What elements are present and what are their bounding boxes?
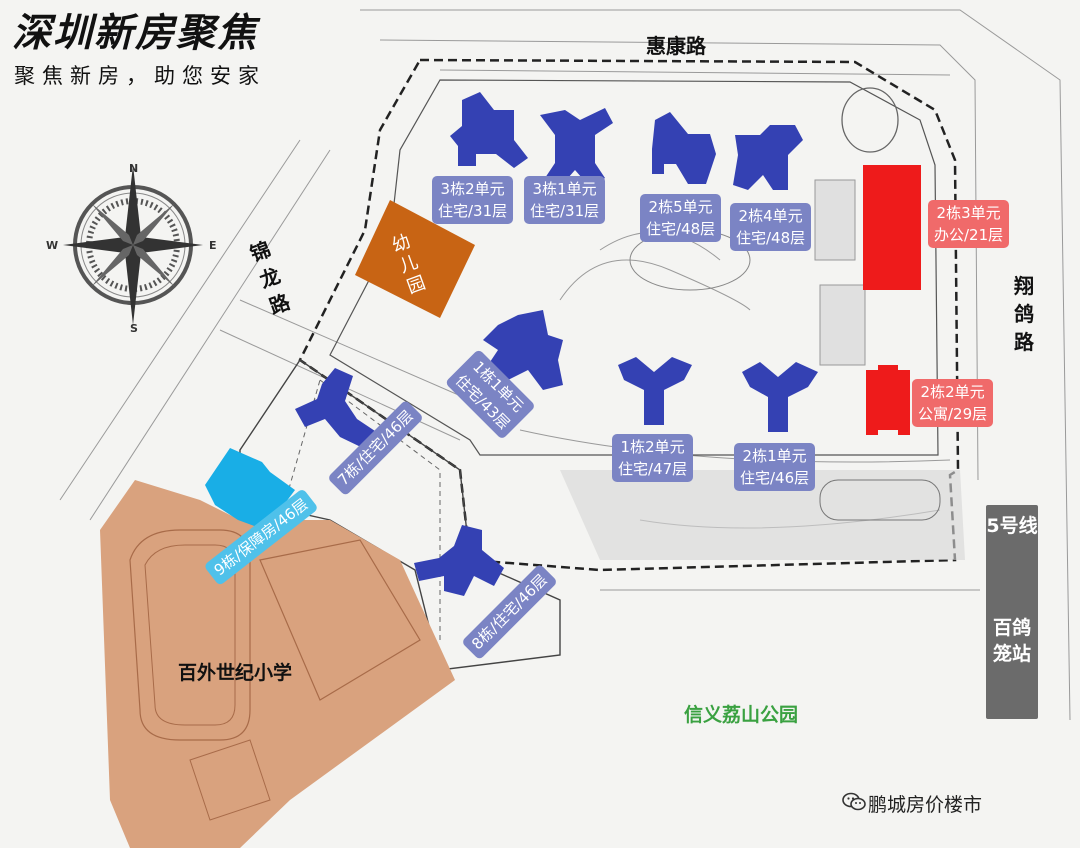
road-huikang: 惠康路 xyxy=(646,34,706,58)
brand-slogan: 聚焦新房，助您安家 xyxy=(14,64,266,88)
school-building-outline xyxy=(259,539,421,701)
podium-block xyxy=(814,179,856,261)
kindergarten-building xyxy=(355,200,475,318)
apartment-tower xyxy=(866,365,910,435)
compass-north-label: N xyxy=(129,162,139,175)
podium-block xyxy=(819,284,866,366)
metro-line-label: 5号线 xyxy=(986,515,1038,537)
compass-east-label: E xyxy=(209,239,217,252)
school-lot xyxy=(100,480,455,848)
building-3-unit-2-label: 3栋2单元 住宅/31层 xyxy=(432,176,514,224)
compass-south-label: S xyxy=(130,322,138,335)
building-2-unit-4-label: 2栋4单元 住宅/48层 xyxy=(730,203,812,251)
brand-title: 深圳新房聚焦 xyxy=(12,11,259,56)
road-xiangge: 翔鸽路 xyxy=(1014,274,1034,354)
building-2-unit-5-label: 2栋5单元 住宅/48层 xyxy=(640,194,722,242)
plaza-feature xyxy=(819,479,941,521)
wechat-icon xyxy=(842,792,866,811)
running-track-inner xyxy=(144,544,236,726)
building-2-unit-2-label: 2栋2单元 公寓/29层 xyxy=(912,379,994,427)
office-tower xyxy=(863,165,921,290)
school-building-outline xyxy=(189,739,271,821)
building-3-unit-1-label: 3栋1单元 住宅/31层 xyxy=(524,176,606,224)
residential-towers xyxy=(295,92,818,596)
garden-feature xyxy=(841,87,899,153)
south-plaza xyxy=(560,470,965,560)
metro-station-label: 百鸽笼站 xyxy=(992,617,1031,665)
site-boundary xyxy=(298,58,960,572)
running-track xyxy=(129,529,251,741)
compass-west-label: W xyxy=(46,239,59,252)
park-label: 信义荔山公园 xyxy=(684,704,799,726)
building-2-unit-3-label: 2栋3单元 办公/21层 xyxy=(928,200,1010,248)
school-label: 百外世纪小学 xyxy=(178,662,293,684)
building-1-unit-2-label: 1栋2单元 住宅/47层 xyxy=(612,434,694,482)
compass-rose-icon xyxy=(63,165,203,325)
building-2-unit-1-label: 2栋1单元 住宅/46层 xyxy=(734,443,816,491)
metro-station-box: 5号线 百鸽笼站 xyxy=(986,505,1038,719)
watermark-text: 鹏城房价楼市 xyxy=(868,794,983,816)
affordable-tower xyxy=(205,448,295,530)
